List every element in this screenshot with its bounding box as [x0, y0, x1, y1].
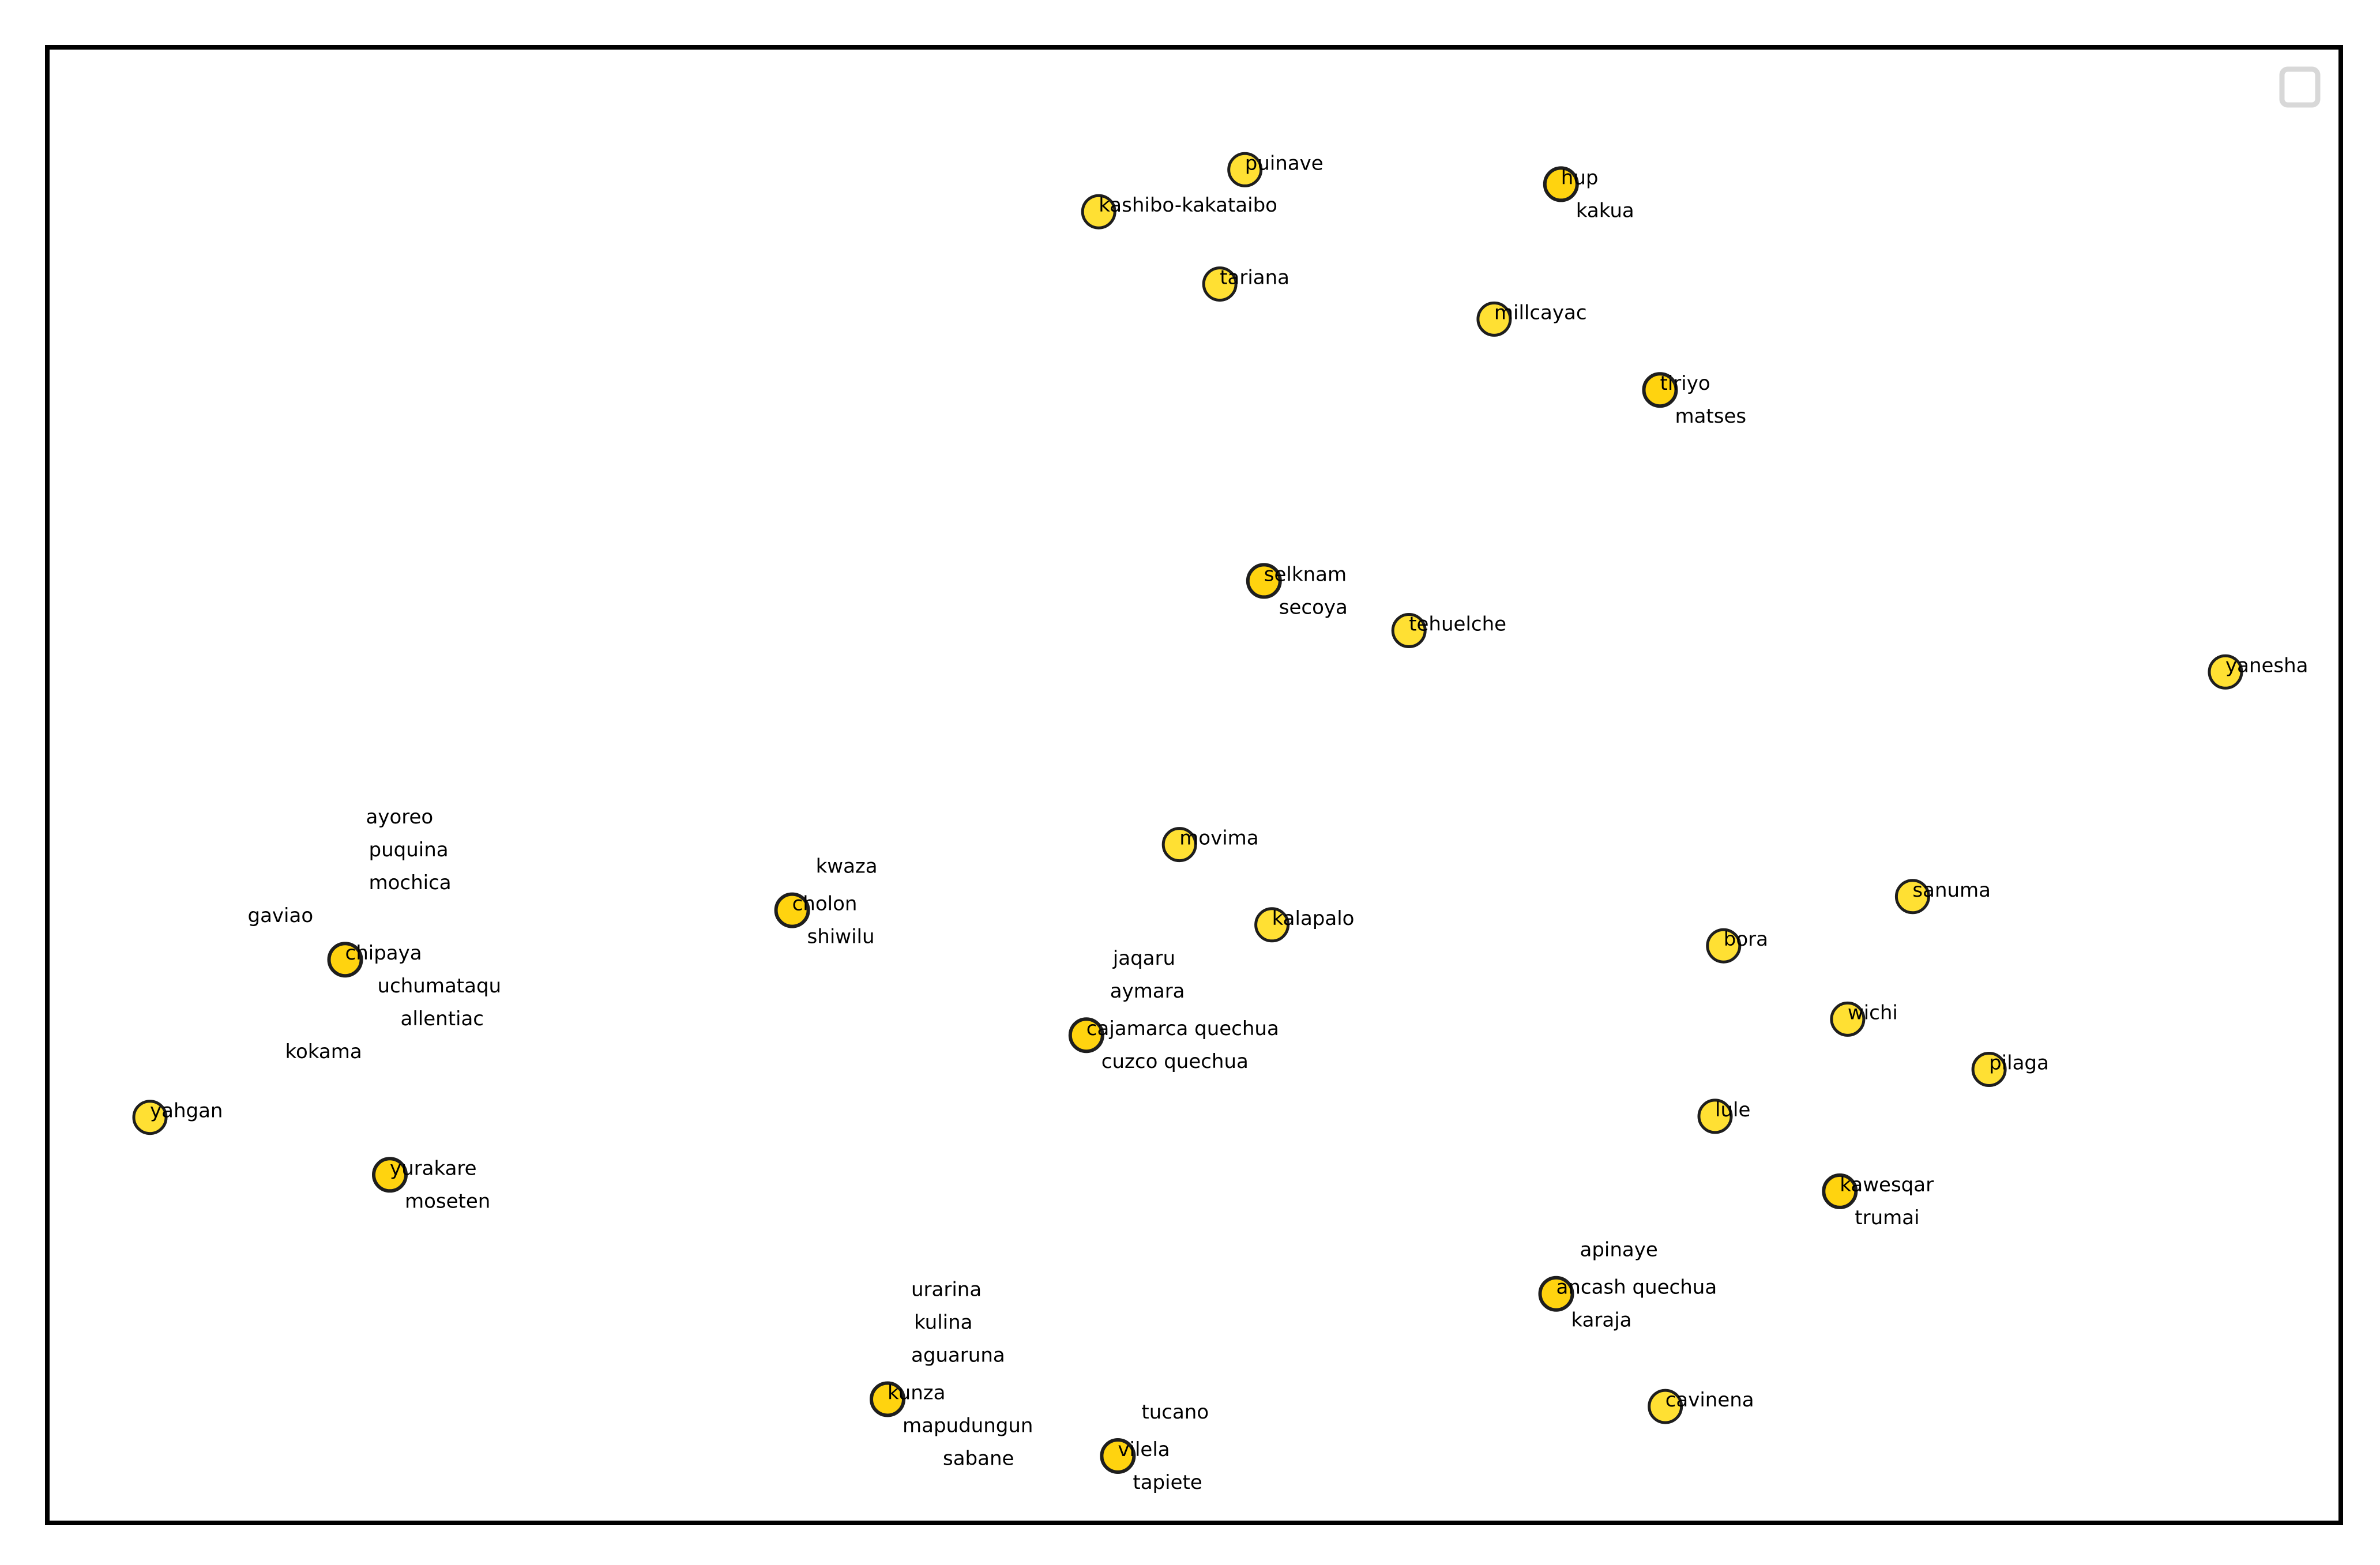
label-kunza: kunza	[888, 1382, 945, 1405]
label-kashibo-kakataibo: kashibo-kakataibo	[1099, 194, 1277, 217]
label-kokama: kokama	[285, 1040, 362, 1063]
label-kakua: kakua	[1576, 199, 1634, 222]
point-tucano	[1100, 1438, 1136, 1474]
label-allentiac: allentiac	[401, 1007, 484, 1030]
label-hup: hup	[1561, 166, 1599, 189]
label-sabane: sabane	[943, 1447, 1014, 1470]
label-cholon: cholon	[792, 893, 858, 916]
points-layer	[132, 152, 2243, 1474]
label-puinave: puinave	[1245, 152, 1324, 175]
point-sanuma	[1894, 879, 1930, 915]
label-tucano: tucano	[1141, 1401, 1209, 1424]
label-tapiete: tapiete	[1133, 1471, 1202, 1494]
label-cavinena: cavinena	[1665, 1389, 1754, 1412]
point-kwaza	[774, 892, 810, 928]
point-yahgan	[132, 1100, 168, 1135]
label-tariana: tariana	[1220, 266, 1289, 289]
label-apinaye: apinaye	[1580, 1239, 1658, 1262]
label-cajamarca-quechua: cajamarca quechua	[1086, 1017, 1279, 1040]
label-cuzco-quechua: cuzco quechua	[1101, 1050, 1249, 1073]
point-yurakare	[372, 1157, 408, 1193]
point-tariana	[1202, 266, 1238, 302]
label-kawesqar: kawesqar	[1840, 1173, 1934, 1197]
point-wichi	[1830, 1001, 1866, 1037]
label-vilela: vilela	[1118, 1438, 1170, 1461]
point-kalapalo	[1254, 907, 1290, 943]
point-movima	[1161, 827, 1197, 863]
label-tehuelche: tehuelche	[1409, 613, 1506, 636]
label-ancash-quechua: ancash quechua	[1556, 1276, 1717, 1299]
label-kalapalo: kalapalo	[1272, 907, 1355, 930]
plot-frame	[45, 45, 2343, 1525]
legend-box	[2279, 66, 2321, 108]
label-millcayac: millcayac	[1494, 301, 1587, 324]
label-aymara: aymara	[1110, 980, 1185, 1003]
point-hup	[1543, 166, 1579, 202]
label-yurakare: yurakare	[390, 1157, 477, 1180]
label-matses: matses	[1675, 405, 1747, 428]
label-shiwilu: shiwilu	[807, 926, 875, 949]
label-karaja: karaja	[1571, 1309, 1632, 1332]
point-millcayac	[1476, 301, 1512, 337]
label-aguaruna: aguaruna	[911, 1344, 1005, 1367]
label-lule: lule	[1715, 1098, 1750, 1122]
label-puquina: puquina	[369, 838, 449, 861]
label-jaqaru: jaqaru	[1112, 947, 1175, 970]
point-urarina	[870, 1381, 905, 1417]
point-cavinena	[1648, 1389, 1683, 1424]
label-movima: movima	[1179, 827, 1258, 850]
label-wichi: wichi	[1848, 1001, 1898, 1024]
label-mochica: mochica	[369, 871, 452, 894]
labels-layer: puinave kashibo-kakataibo hup kakua tariana m…	[150, 152, 2308, 1494]
point-yanesha	[2208, 654, 2243, 690]
point-jaqaru	[1068, 1017, 1104, 1054]
point-puinave	[1227, 152, 1263, 187]
label-bora: bora	[1724, 928, 1768, 951]
label-gaviao: gaviao	[248, 904, 314, 927]
label-kwaza: kwaza	[816, 855, 878, 878]
label-chipaya: chipaya	[345, 942, 422, 965]
label-secoya: secoya	[1279, 596, 1348, 619]
label-pilaga: pilaga	[1989, 1052, 2049, 1075]
label-ayoreo: ayoreo	[366, 806, 434, 829]
point-lule	[1697, 1098, 1733, 1134]
label-yahgan: yahgan	[150, 1100, 223, 1123]
point-pilaga	[1971, 1052, 2007, 1087]
label-selknam: selknam	[1264, 563, 1347, 586]
point-selknam	[1246, 563, 1282, 599]
label-sanuma: sanuma	[1912, 879, 1991, 902]
point-tehuelche	[1391, 613, 1427, 648]
label-uchumataqu: uchumataqu	[378, 975, 502, 998]
point-kawesqar	[1822, 1173, 1858, 1209]
point-kashibo-kakataibo	[1081, 194, 1116, 230]
label-moseten: moseten	[405, 1190, 490, 1213]
label-urarina: urarina	[911, 1278, 982, 1301]
point-bora	[1706, 928, 1742, 964]
point-apinaye	[1538, 1276, 1574, 1312]
point-ayoreo	[327, 942, 363, 978]
label-mapudungun: mapudungun	[903, 1414, 1033, 1438]
label-trumai: trumai	[1855, 1206, 1919, 1229]
point-tiriyo	[1642, 372, 1678, 408]
label-kulina: kulina	[914, 1311, 972, 1334]
label-tiriyo: tiriyo	[1660, 372, 1710, 395]
label-yanesha: yanesha	[2225, 654, 2308, 677]
